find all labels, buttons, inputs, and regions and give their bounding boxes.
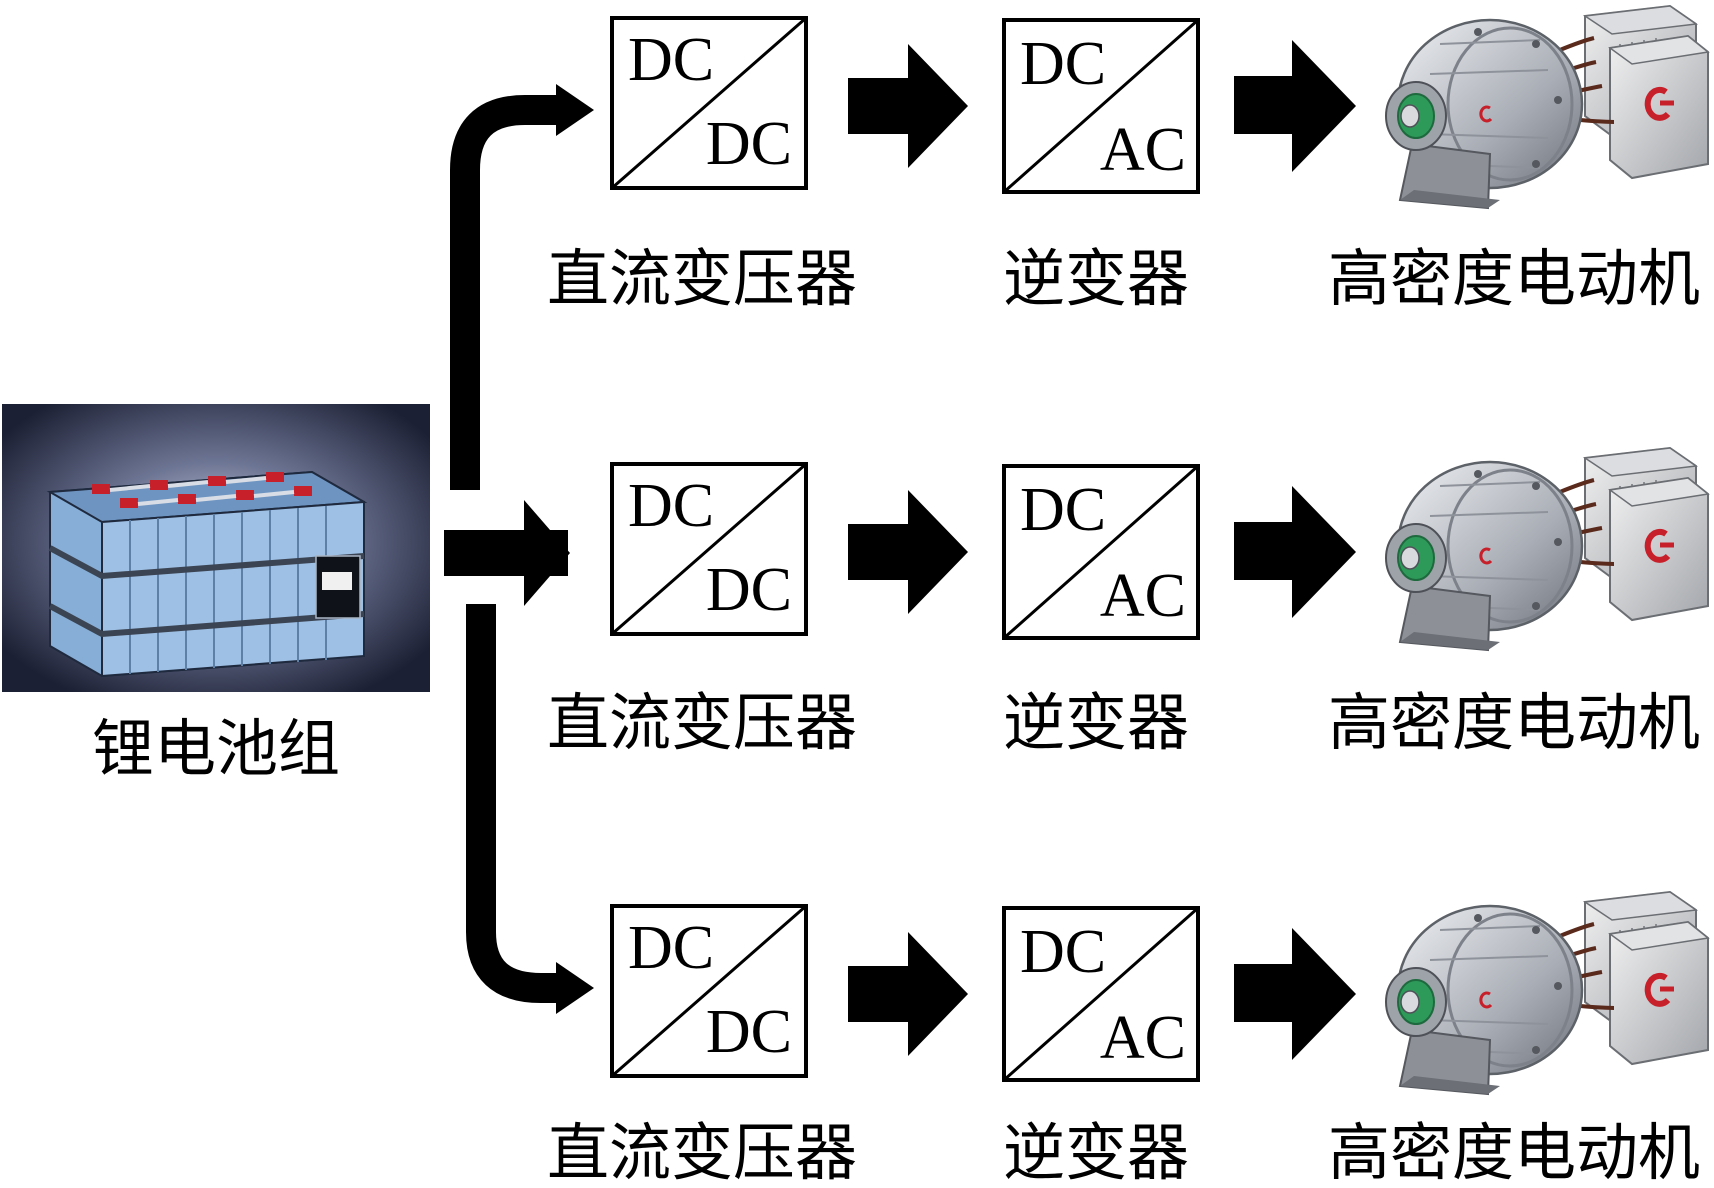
arrow-inverter-to-motor: [1234, 928, 1356, 1060]
converter-input-label: DC: [628, 914, 714, 982]
converter-output-label: DC: [706, 556, 792, 624]
dc-ac-inverter-box: DC AC: [1002, 906, 1200, 1082]
branch-2: DC DC 直流变压器 DC AC 逆变器 高密度电动机: [547, 448, 1708, 759]
converter-output-label: DC: [706, 998, 792, 1066]
upper-branch-trunk: [450, 95, 560, 490]
converter-input-label: DC: [628, 26, 714, 94]
middle-branch-arrowhead: [524, 500, 570, 606]
inverter-input-label: DC: [1020, 30, 1106, 98]
branch-3: DC DC 直流变压器 DC AC 逆变器 高密度电动机: [547, 892, 1708, 1188]
bus-connectors: [444, 84, 594, 1014]
converter-label: 直流变压器: [547, 1116, 857, 1188]
dc-dc-converter-box: DC DC: [610, 462, 808, 636]
converter-label: 直流变压器: [547, 686, 857, 759]
battery-label: 锂电池组: [92, 712, 340, 785]
arrow-inverter-to-motor: [1234, 486, 1356, 618]
dc-dc-converter-box: DC DC: [610, 16, 808, 190]
arrow-converter-to-inverter: [848, 44, 968, 168]
arrow-inverter-to-motor: [1234, 40, 1356, 172]
converter-label: 直流变压器: [547, 242, 857, 315]
inverter-output-label: AC: [1100, 562, 1186, 630]
electric-motor-icon: [1386, 892, 1708, 1094]
inverter-label: 逆变器: [1003, 1116, 1189, 1188]
dc-ac-inverter-box: DC AC: [1002, 18, 1200, 194]
electric-motor-icon: [1386, 448, 1708, 650]
battery-pack-icon: [2, 404, 430, 692]
lower-branch-arrowhead: [556, 962, 594, 1014]
converter-output-label: DC: [706, 110, 792, 178]
motor-label: 高密度电动机: [1328, 242, 1700, 315]
dc-ac-inverter-box: DC AC: [1002, 464, 1200, 640]
inverter-output-label: AC: [1100, 116, 1186, 184]
motor-label: 高密度电动机: [1328, 686, 1700, 759]
inverter-input-label: DC: [1020, 918, 1106, 986]
inverter-output-label: AC: [1100, 1004, 1186, 1072]
lower-branch-trunk: [466, 604, 560, 1003]
branch-1: DC DC 直流变压器 DC AC 逆变器 高密度电动机: [547, 6, 1708, 315]
arrow-converter-to-inverter: [848, 490, 968, 614]
converter-input-label: DC: [628, 472, 714, 540]
inverter-input-label: DC: [1020, 476, 1106, 544]
battery-pack: 锂电池组: [2, 404, 430, 785]
electric-motor-icon: [1386, 6, 1708, 208]
motor-label: 高密度电动机: [1328, 1116, 1700, 1188]
upper-branch-arrowhead: [556, 84, 594, 136]
arrow-converter-to-inverter: [848, 932, 968, 1056]
dc-dc-converter-box: DC DC: [610, 904, 808, 1078]
inverter-label: 逆变器: [1003, 686, 1189, 759]
inverter-label: 逆变器: [1003, 242, 1189, 315]
